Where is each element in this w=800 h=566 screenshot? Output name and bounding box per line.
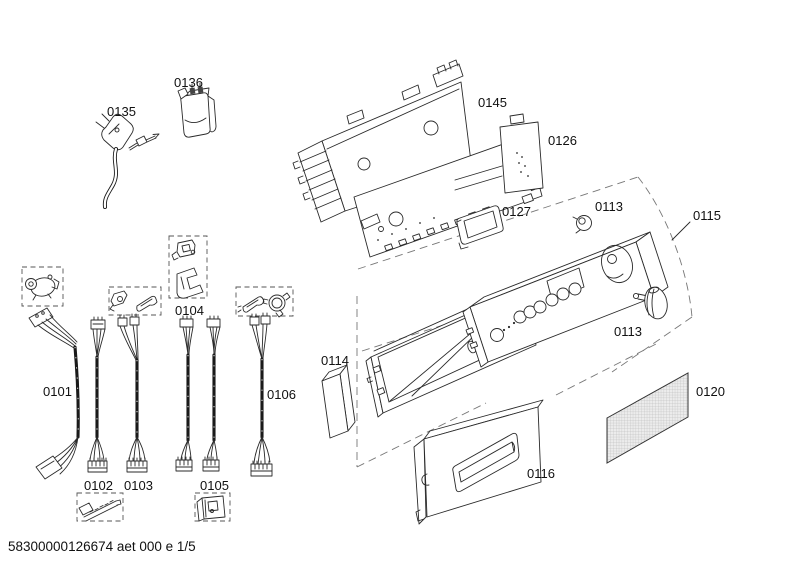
part-label-0116: 0116: [527, 466, 555, 481]
part-0116-drawer-front: [413, 399, 544, 525]
part-label-0135: 0135: [107, 104, 136, 119]
part-label-0101: 0101: [43, 384, 72, 399]
part-0101-wiring-harness: [21, 266, 80, 480]
part-0105-module: [194, 492, 231, 522]
part-label-0106: 0106: [267, 387, 296, 402]
part-0126-display-board: [454, 113, 544, 194]
part-label-0104: 0104: [175, 303, 204, 318]
part-0115-facia-panel: [462, 231, 669, 368]
part-label-0103: 0103: [124, 478, 153, 493]
part-0136-interference-suppressor: [177, 82, 217, 138]
part-0104-cables: [175, 315, 221, 472]
part-label-0115: 0115: [693, 208, 721, 223]
part-0113-large-knob: [632, 286, 668, 320]
part-label-0102: 0102: [84, 478, 113, 493]
part-0102-cable: [76, 316, 124, 522]
label-0115-leader-line: [671, 221, 691, 241]
part-0145-control-module: [292, 59, 543, 258]
part-0103-cable: [108, 286, 162, 473]
facia-buttons: [490, 282, 582, 342]
part-0104-clamp-kit: [168, 235, 208, 299]
part-0114-damper-pad: [321, 364, 356, 439]
part-label-0114: 0114: [321, 353, 349, 368]
part-0135-power-cord: [95, 113, 160, 209]
display-cutout: [546, 267, 585, 301]
part-0127-display-window: [456, 205, 504, 250]
part-label-0126: 0126: [548, 133, 577, 148]
part-label-0127: 0127: [502, 204, 531, 219]
part-label-0120: 0120: [696, 384, 725, 399]
part-label-0113-small-knob: 0113: [595, 199, 623, 214]
part-label-0145: 0145: [478, 95, 507, 110]
part-label-0105: 0105: [200, 478, 229, 493]
part-label-0113-large-knob: 0113: [614, 324, 642, 339]
part-0120-label-sheet: [606, 372, 689, 464]
drawing-number: 58300000126674 aet 000 e 1/5: [8, 539, 196, 554]
part-0106-cable: [235, 286, 294, 477]
part-label-0136: 0136: [174, 75, 203, 90]
part-0113-small-knob: [572, 215, 592, 234]
